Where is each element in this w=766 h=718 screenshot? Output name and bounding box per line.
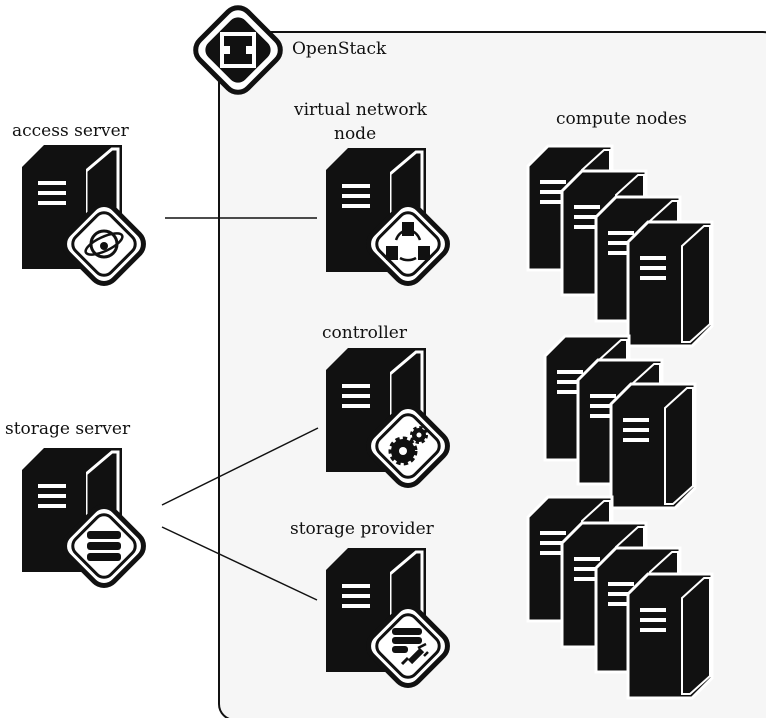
access-server-label: access server	[12, 121, 130, 141]
globe-orbit-icon	[59, 199, 150, 290]
network-node-label-line1: virtual network	[293, 100, 428, 120]
gears-icon	[363, 401, 454, 492]
openstack-logo-icon	[193, 5, 283, 95]
openstack-label: OpenStack	[292, 39, 387, 59]
compute-nodes-label: compute nodes	[556, 109, 687, 129]
network-cycle-icon	[363, 199, 454, 290]
controller-label: controller	[322, 323, 408, 343]
link-storage-to-controller	[161, 427, 319, 506]
storage-provider-label: storage provider	[290, 519, 435, 539]
database-icon	[59, 501, 150, 592]
compute-node	[626, 572, 714, 700]
compute-node	[626, 220, 714, 348]
database-plug-icon	[363, 601, 454, 692]
network-node-label-line2: node	[334, 124, 376, 144]
link-storage-to-provider	[161, 526, 318, 601]
compute-node	[609, 382, 697, 510]
storage-server-label: storage server	[5, 419, 131, 439]
